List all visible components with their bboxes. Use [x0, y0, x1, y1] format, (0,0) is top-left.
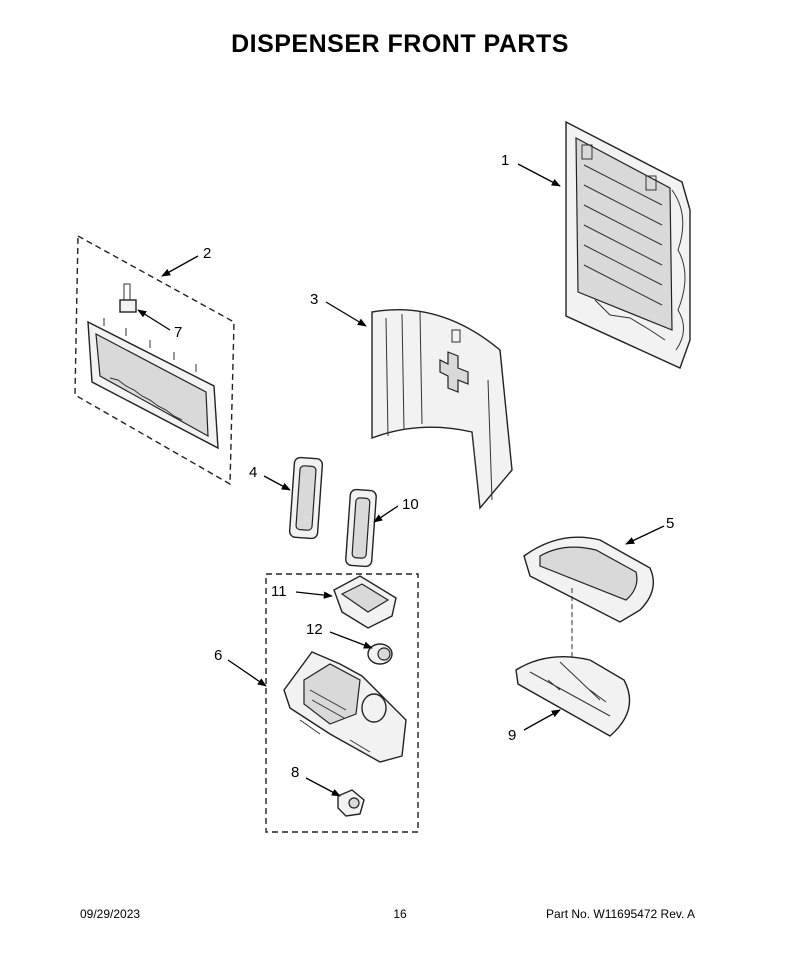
callout-8: 8 — [291, 764, 299, 781]
leader-10 — [373, 505, 399, 523]
leader-2 — [161, 255, 199, 277]
leader-8 — [305, 777, 341, 797]
callout-11: 11 — [271, 583, 287, 600]
leader-9 — [523, 709, 561, 731]
callout-9: 9 — [508, 727, 516, 744]
part-12-motor — [367, 643, 393, 665]
callout-5: 5 — [666, 515, 674, 532]
part-7-sensor — [119, 283, 137, 313]
leader-6 — [227, 659, 267, 687]
part-1-dispenser-housing — [565, 120, 691, 369]
callout-1: 1 — [501, 152, 509, 169]
callout-2: 2 — [203, 245, 211, 262]
part-6-dispenser-assembly — [283, 651, 407, 763]
footer-date: 09/29/2023 — [80, 907, 141, 921]
part-8-actuator — [337, 789, 365, 817]
callout-7: 7 — [174, 324, 182, 341]
callout-10: 10 — [402, 496, 419, 513]
callout-3: 3 — [310, 291, 318, 308]
part-9-tray-base — [515, 655, 631, 737]
leader-11 — [295, 591, 333, 599]
leader-4 — [263, 475, 291, 491]
leader-12 — [329, 631, 373, 649]
part-6-group-boundary — [265, 573, 419, 833]
leader-5 — [625, 525, 665, 545]
part-2-group-boundary — [74, 234, 235, 486]
part-11-funnel — [333, 575, 397, 629]
callout-4: 4 — [249, 464, 257, 481]
footer-part-number: Part No. W11695472 Rev. A — [546, 907, 695, 921]
page-title: DISPENSER FRONT PARTS — [231, 30, 569, 58]
footer-page-number: 16 — [393, 907, 407, 921]
leader-3 — [325, 301, 367, 327]
leader-7 — [137, 309, 171, 331]
part-2-control-panel — [87, 318, 219, 450]
leader-1 — [517, 163, 561, 187]
part-5-drip-tray — [523, 536, 654, 623]
part-3-front-shroud — [371, 309, 513, 510]
callout-12: 12 — [306, 621, 323, 638]
callout-6: 6 — [214, 647, 222, 664]
